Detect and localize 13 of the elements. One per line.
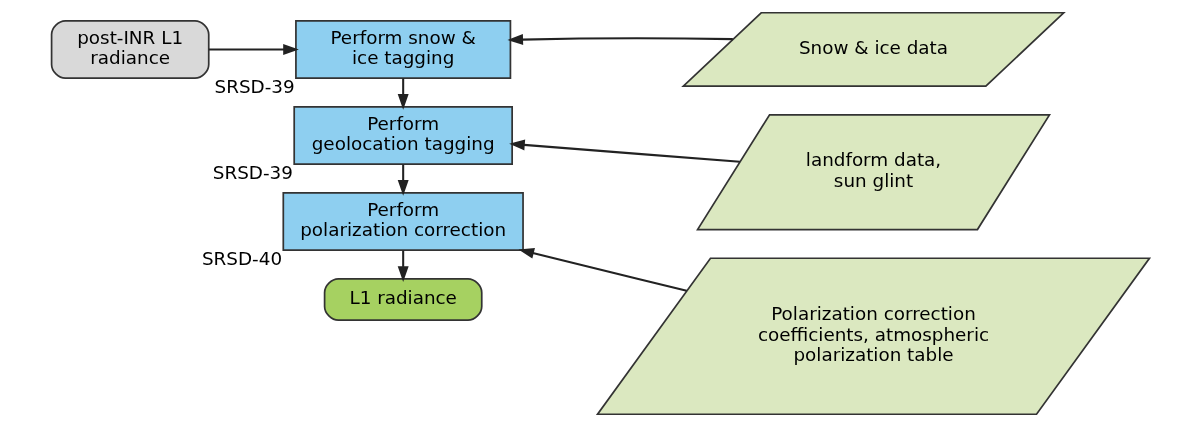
- node-box: Perform polarization correction: [281, 192, 524, 252]
- arrow: [508, 139, 740, 163]
- node-label: SRSD-39: [212, 161, 293, 183]
- node-box: Perform snow & ice tagging: [294, 19, 511, 79]
- node-box: L1 radiance: [323, 278, 483, 322]
- arrow: [208, 44, 299, 55]
- node-label: SRSD-40: [201, 247, 282, 269]
- arrow: [506, 34, 733, 46]
- node-box: post-INR L1 radiance: [50, 19, 210, 79]
- arrow: [518, 247, 687, 292]
- node-box: Perform geolocation tagging: [292, 105, 513, 166]
- arrow: [397, 78, 409, 110]
- node-label: SRSD-39: [214, 75, 295, 97]
